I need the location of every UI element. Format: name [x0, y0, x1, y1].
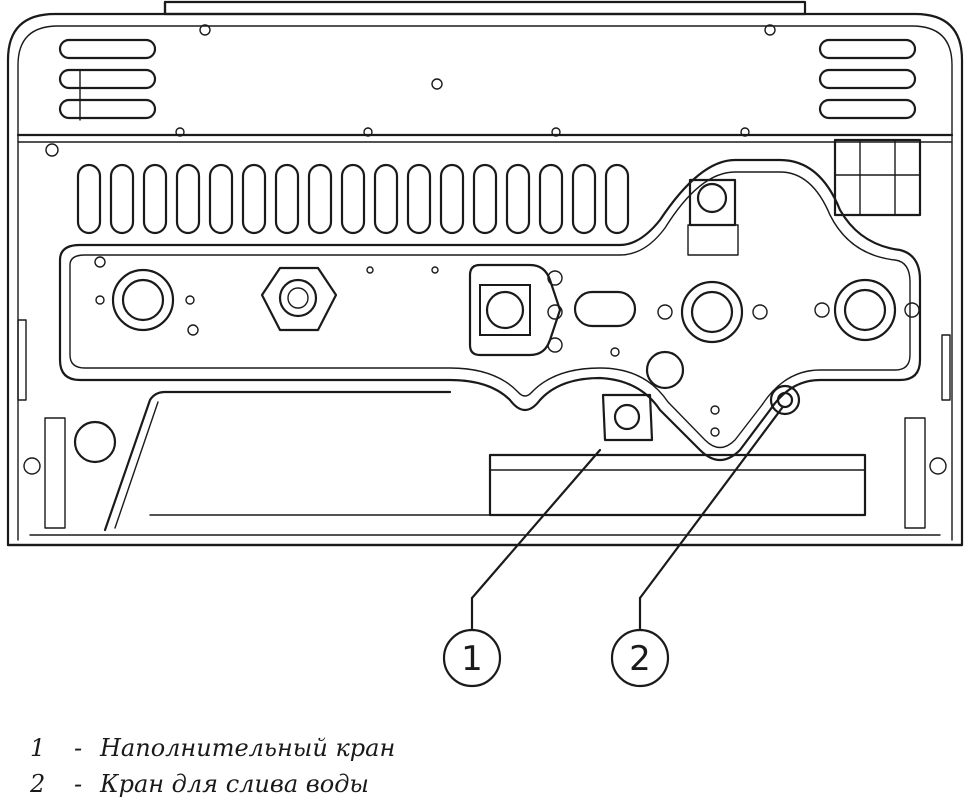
grille-slot	[472, 163, 498, 235]
legend: 1-Наполнительный кран 2-Кран для слива в…	[30, 730, 395, 802]
callout-1-number: 1	[461, 639, 483, 679]
fitting-3	[657, 280, 768, 344]
grille-slot	[373, 163, 399, 235]
vent-slots-right	[818, 38, 917, 120]
upper-valve	[687, 178, 739, 256]
legend-item: 2-Кран для слива воды	[30, 766, 395, 802]
grille	[76, 163, 630, 235]
band-rivets	[175, 127, 750, 137]
legend-text: Наполнительный кран	[100, 734, 396, 762]
gas-connector	[468, 263, 563, 357]
grille-slot	[505, 163, 531, 235]
legend-item: 1-Наполнительный кран	[30, 730, 395, 766]
top-plate	[163, 0, 807, 36]
legend-number: 2	[30, 770, 46, 798]
grille-slot	[406, 163, 432, 235]
grille-slot	[340, 163, 366, 235]
fitting-4	[814, 278, 920, 342]
legend-text: Кран для слива воды	[100, 770, 369, 798]
grille-slot	[109, 163, 135, 235]
vent-slots-left	[58, 38, 157, 121]
grille-slot	[241, 163, 267, 235]
fitting-2	[260, 266, 338, 332]
grille-slot	[76, 163, 102, 235]
grille-slot	[307, 163, 333, 235]
grille-slot	[604, 163, 630, 235]
lower-section	[17, 319, 951, 532]
legend-separator: -	[73, 734, 83, 762]
grille-slot	[142, 163, 168, 235]
fitting-1	[94, 256, 199, 336]
callout-1: 1	[442, 628, 502, 688]
legend-number: 1	[30, 734, 46, 762]
grille-slot	[274, 163, 300, 235]
grille-slot	[571, 163, 597, 235]
housing-outline	[6, 12, 964, 547]
leader-line-1	[470, 448, 602, 600]
callout-2-number: 2	[629, 639, 651, 679]
callout-2: 2	[610, 628, 670, 688]
fill-valve	[601, 393, 654, 442]
leader-line-2	[638, 406, 784, 600]
grille-slot	[208, 163, 234, 235]
grille-slot	[175, 163, 201, 235]
drain-valve	[769, 384, 801, 416]
grille-slot	[439, 163, 465, 235]
grille-slot	[538, 163, 564, 235]
legend-separator: -	[73, 770, 83, 798]
right-bracket	[833, 138, 922, 217]
